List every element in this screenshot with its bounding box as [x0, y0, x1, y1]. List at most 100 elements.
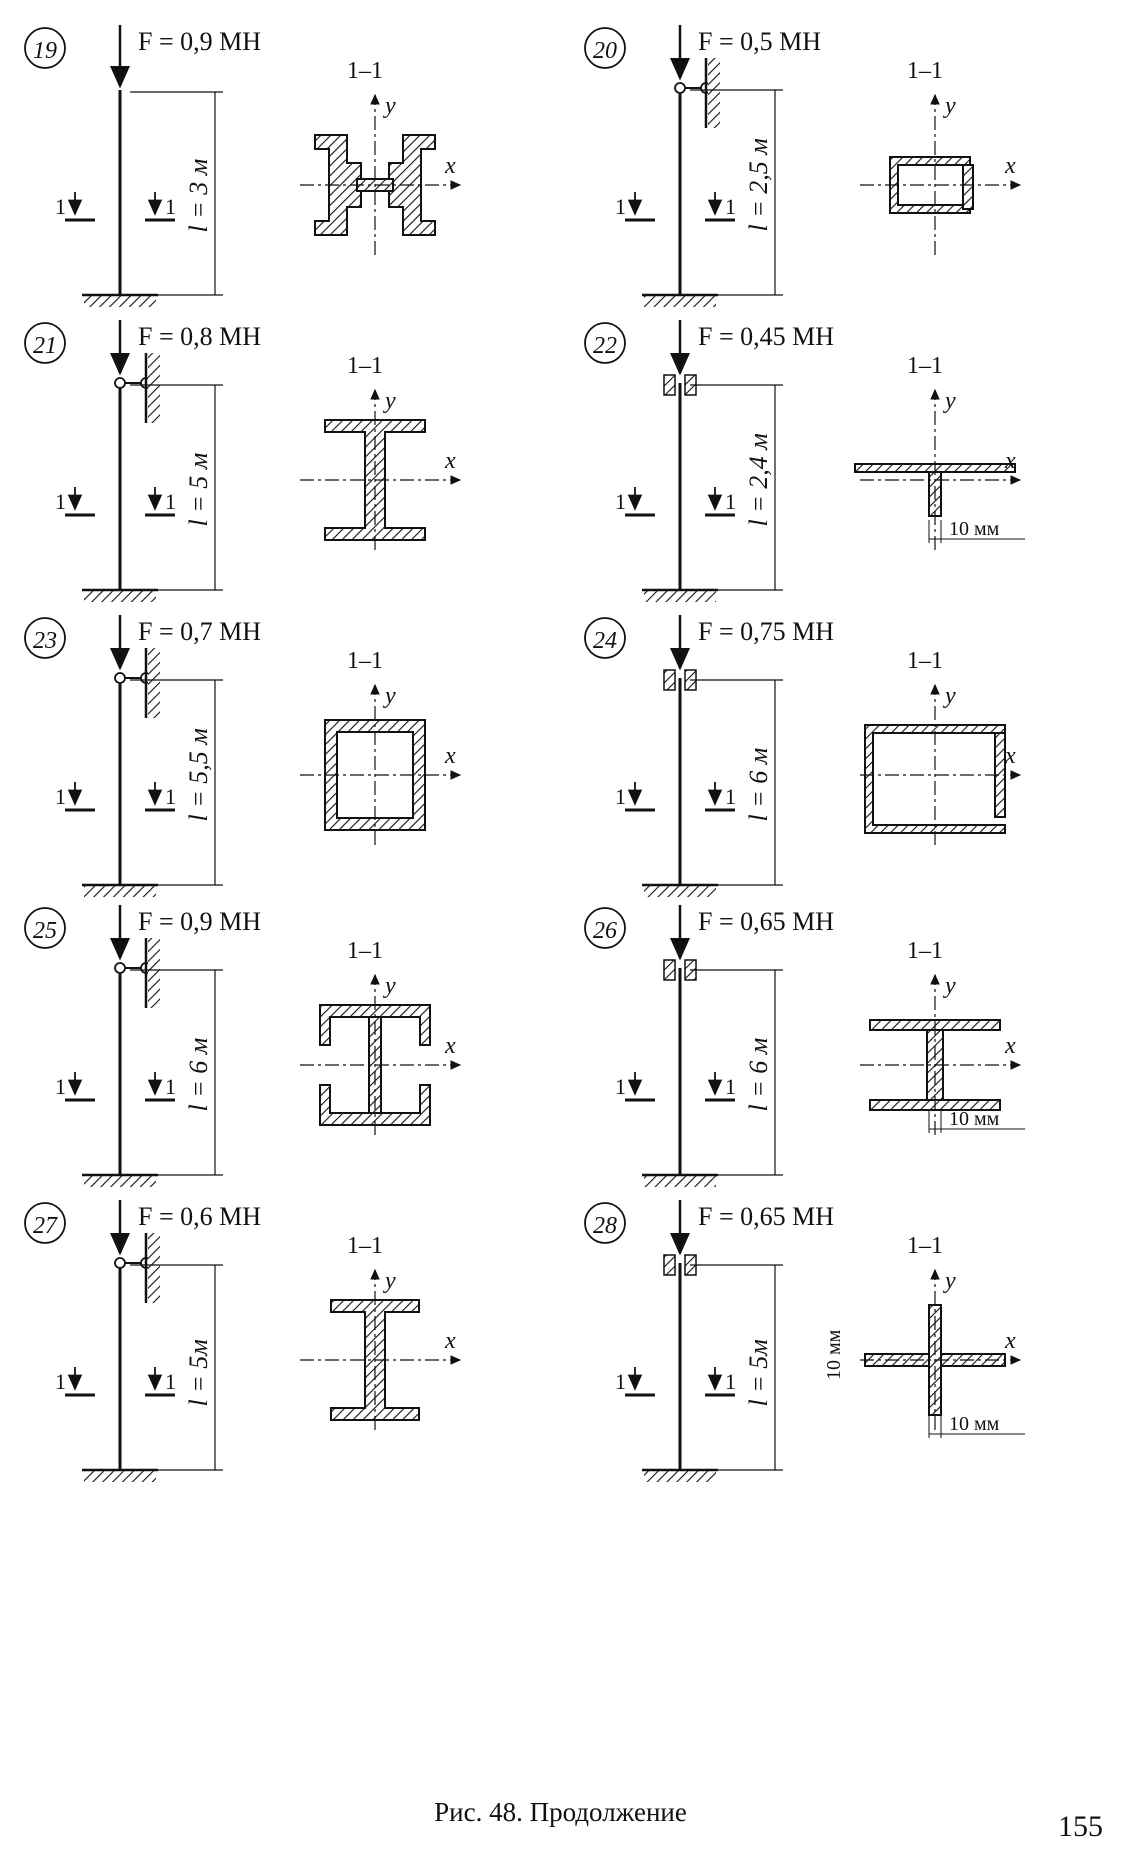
axis-x-label: x [1004, 743, 1016, 769]
axis-x-label: x [1004, 448, 1016, 474]
length-label: l = 3 м [184, 159, 213, 233]
problem-number: 26 [593, 918, 617, 944]
section-cut-label-left: 1 [55, 1369, 66, 1394]
wall-hatch [148, 648, 160, 718]
section-cut-label-left: 1 [615, 1074, 626, 1099]
problem-number-circle [584, 907, 626, 949]
guide-left-block [663, 374, 676, 396]
problem-number-circle [584, 322, 626, 364]
force-label: F = 0,9 MH [138, 27, 261, 56]
problem-number: 25 [33, 918, 57, 944]
axis-x-label: x [1004, 153, 1016, 179]
length-label: l = 6 м [744, 1038, 773, 1112]
section-cut-label-left: 1 [615, 784, 626, 809]
dimension-label: 10 мм [949, 1108, 1000, 1130]
axis-x-label: x [444, 743, 456, 769]
section-title: 1–1 [347, 58, 383, 84]
force-label: F = 0,7 MH [138, 617, 261, 646]
guide-left-block [663, 669, 676, 691]
axis-y-label: y [383, 388, 396, 414]
top-hinge [674, 82, 686, 94]
axis-x-label: x [444, 153, 456, 179]
axis-y-label: y [943, 388, 956, 414]
section-cut-label-left: 1 [55, 489, 66, 514]
axis-y-label: y [383, 973, 396, 999]
dimension-label-vertical: 10 мм [823, 1329, 845, 1380]
length-label: l = 5м [744, 1339, 773, 1406]
problem-number-circle [584, 27, 626, 69]
section-title: 1–1 [347, 648, 383, 674]
force-label: F = 0,45 MH [698, 322, 834, 351]
section-cut-label-left: 1 [615, 489, 626, 514]
top-hinge [114, 377, 126, 389]
section-title: 1–1 [907, 648, 943, 674]
section-title: 1–1 [907, 938, 943, 964]
axis-y-label: y [383, 683, 396, 709]
axis-x-label: x [1004, 1033, 1016, 1059]
dimension-label: 10 мм [949, 518, 1000, 540]
axis-x-label: x [444, 448, 456, 474]
section-cut-label-left: 1 [55, 194, 66, 219]
figure-caption: Рис. 48. Продолжение [434, 1797, 687, 1827]
guide-left-block [663, 1254, 676, 1276]
top-hinge [114, 672, 126, 684]
problem-number: 24 [593, 628, 617, 654]
problem-number: 21 [33, 333, 57, 359]
problem-number-circle [24, 617, 66, 659]
force-label: F = 0,6 MH [138, 1202, 261, 1231]
axis-y-label: y [943, 683, 956, 709]
axis-x-label: x [444, 1033, 456, 1059]
page-number: 155 [1058, 1810, 1103, 1843]
problem-number-circle [24, 907, 66, 949]
problem-number-circle [24, 1202, 66, 1244]
section-cut-label-right: 1 [165, 489, 176, 514]
section-cut-label-left: 1 [615, 1369, 626, 1394]
ground-support-hatch [644, 885, 716, 897]
channel-bottom [319, 1084, 431, 1126]
axis-x-label: x [444, 1328, 456, 1354]
force-label: F = 0,8 MH [138, 322, 261, 351]
section-cut-label-right: 1 [165, 784, 176, 809]
length-label: l = 6 м [184, 1038, 213, 1112]
problem-number: 27 [33, 1213, 58, 1239]
ground-support-hatch [644, 295, 716, 307]
axis-x-label: x [1004, 1328, 1016, 1354]
problem-number: 19 [33, 38, 57, 64]
wall-hatch [148, 353, 160, 423]
axis-y-label: y [383, 1268, 396, 1294]
length-label: l = 5 м [184, 453, 213, 527]
axis-y-label: y [943, 1268, 956, 1294]
section-cut-label-right: 1 [165, 1074, 176, 1099]
problem-number: 22 [593, 333, 617, 359]
box-angle-left [864, 724, 1006, 834]
guide-left-block [663, 959, 676, 981]
axis-y-label: y [943, 973, 956, 999]
ground-support-hatch [84, 1470, 156, 1482]
problem-number-circle [584, 617, 626, 659]
section-cut-label-right: 1 [165, 194, 176, 219]
section-title: 1–1 [907, 58, 943, 84]
square-box [324, 719, 426, 831]
wall-hatch [148, 1233, 160, 1303]
ground-support-hatch [84, 295, 156, 307]
section-cut-label-left: 1 [615, 194, 626, 219]
problem-number: 20 [593, 38, 617, 64]
section-cut-label-right: 1 [725, 194, 736, 219]
section-title: 1–1 [907, 1233, 943, 1259]
dimension-label: 10 мм [949, 1413, 1000, 1435]
box-angle-right [994, 732, 1006, 818]
problem-number-circle [24, 322, 66, 364]
section-title: 1–1 [907, 353, 943, 379]
ground-support-hatch [644, 1470, 716, 1482]
section-cut-label-left: 1 [55, 784, 66, 809]
section-cut-label-right: 1 [725, 784, 736, 809]
